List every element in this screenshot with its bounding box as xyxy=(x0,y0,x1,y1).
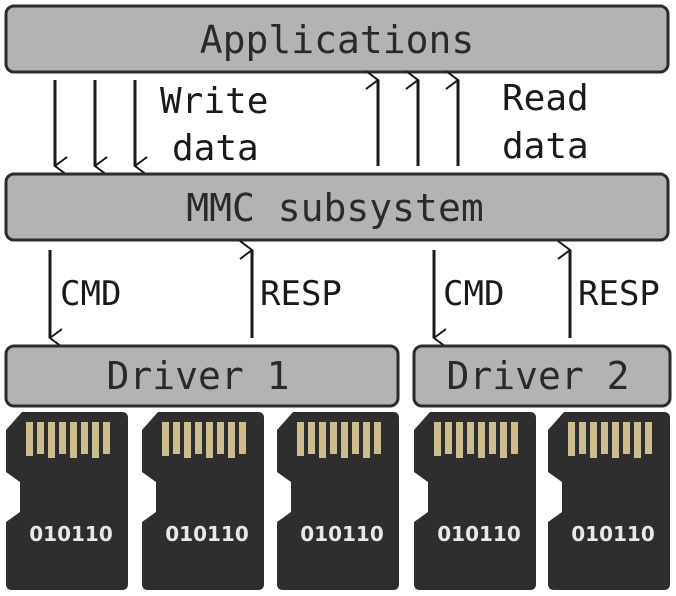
sd-card-contact xyxy=(70,422,77,458)
sd-card-contact xyxy=(37,422,44,454)
sd-card-contact xyxy=(612,422,619,458)
read-arrows xyxy=(365,70,460,166)
write-label-line2: data xyxy=(172,128,259,169)
sd-card-contact xyxy=(352,422,359,454)
sd-card-contact xyxy=(568,422,575,456)
sd-card-contact xyxy=(228,422,235,458)
sd-card-contact xyxy=(623,422,630,454)
mmc-subsystem-label: MMC subsystem xyxy=(186,186,483,230)
sd-card-binary-label: 010110 xyxy=(165,522,249,546)
driver2-cmd-label: CMD xyxy=(443,274,504,314)
sd-card: 010110 xyxy=(414,412,536,590)
sd-card-contact xyxy=(489,422,496,454)
driver1-cmd-label: CMD xyxy=(60,274,121,314)
driver-2-label: Driver 2 xyxy=(446,354,629,398)
sd-card: 010110 xyxy=(277,412,399,590)
applications-label: Applications xyxy=(200,18,475,62)
sd-card-contact xyxy=(162,422,169,456)
sd-card-contact xyxy=(308,422,315,454)
sd-card-contact xyxy=(195,422,202,454)
sd-card-contact xyxy=(92,422,99,458)
sd-card-binary-label: 010110 xyxy=(437,522,521,546)
sd-card-contact xyxy=(478,422,485,458)
sd-card-contact xyxy=(173,422,180,454)
mmc-subsystem-box: MMC subsystem xyxy=(4,172,670,242)
sd-card-contact xyxy=(341,422,348,458)
sd-card-contact xyxy=(319,422,326,458)
sd-card-contact xyxy=(590,422,597,458)
sd-card-contact xyxy=(81,422,88,454)
driver-1-box: Driver 1 xyxy=(4,344,400,408)
sd-card: 010110 xyxy=(142,412,264,590)
sd-cards: 010110 010110 010110 010110 010110 xyxy=(6,412,670,590)
sd-card-contact xyxy=(206,422,213,458)
sd-card-contact xyxy=(103,422,110,454)
write-label-line1: Write xyxy=(160,81,268,122)
sd-card-contact xyxy=(297,422,304,456)
sd-card-contact xyxy=(434,422,441,456)
sd-card-binary-label: 010110 xyxy=(29,522,113,546)
sd-card-contact xyxy=(445,422,452,454)
driver1-resp-label: RESP xyxy=(260,274,342,314)
sd-card-contact xyxy=(184,422,191,458)
sd-card-contact xyxy=(59,422,66,454)
read-label-line2: data xyxy=(502,126,589,167)
sd-card: 010110 xyxy=(548,412,670,590)
sd-card-contact xyxy=(330,422,337,454)
sd-card-contact xyxy=(374,422,381,454)
sd-card-contact xyxy=(511,422,518,454)
sd-card-binary-label: 010110 xyxy=(571,522,655,546)
sd-card-contact xyxy=(500,422,507,458)
sd-card: 010110 xyxy=(6,412,128,590)
sd-card-contact xyxy=(217,422,224,454)
sd-card-binary-label: 010110 xyxy=(300,522,384,546)
sd-card-contact xyxy=(239,422,246,454)
sd-card-contact xyxy=(579,422,586,454)
driver2-resp-label: RESP xyxy=(578,274,660,314)
sd-card-contact xyxy=(467,422,474,454)
driver-2-box: Driver 2 xyxy=(412,344,672,408)
applications-box: Applications xyxy=(4,4,670,74)
read-label-line1: Read xyxy=(502,78,589,119)
driver-1-label: Driver 1 xyxy=(106,354,289,398)
sd-card-contact xyxy=(26,422,33,456)
sd-card-contact xyxy=(601,422,608,454)
sd-card-contact xyxy=(634,422,641,458)
sd-card-contact xyxy=(363,422,370,458)
sd-card-contact xyxy=(456,422,463,458)
write-arrows xyxy=(53,80,148,176)
sd-card-contact xyxy=(48,422,55,458)
sd-card-contact xyxy=(645,422,652,454)
